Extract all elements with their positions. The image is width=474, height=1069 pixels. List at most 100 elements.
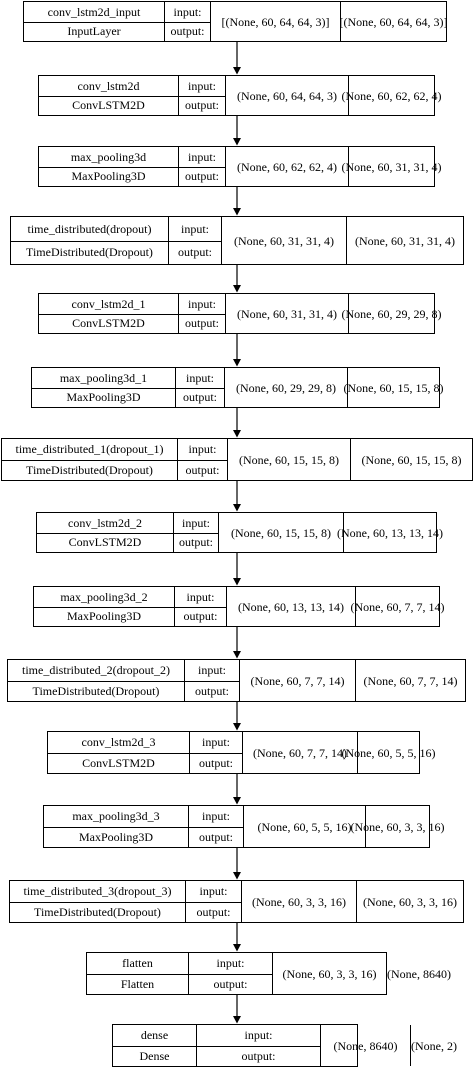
- divider: [39, 313, 225, 315]
- divider: [24, 21, 210, 23]
- divider: [87, 973, 272, 975]
- input-label: input:: [197, 663, 226, 678]
- input-label: input:: [201, 735, 230, 750]
- divider: [32, 387, 224, 389]
- output-shape: (None, 8640): [387, 966, 451, 981]
- layer-name: max_pooling3d_1: [59, 370, 148, 385]
- divider: [355, 660, 356, 701]
- output-shape: (None, 60, 7, 7, 14): [350, 599, 445, 614]
- divider: [2, 459, 227, 461]
- input-label: input:: [186, 589, 215, 604]
- divider: [350, 439, 351, 480]
- input-label: input:: [201, 809, 230, 824]
- divider: [225, 294, 226, 333]
- layer-name: conv_lstm2d: [77, 78, 140, 93]
- divider: [34, 606, 226, 608]
- divider: [113, 1045, 320, 1047]
- layer-type: TimeDistributed(Dropout): [32, 683, 160, 698]
- divider: [210, 2, 211, 41]
- output-label: output:: [184, 316, 219, 331]
- input-shape: (None, 60, 3, 3, 16): [252, 894, 346, 909]
- layer-type: MaxPooling3D: [78, 829, 153, 844]
- output-label: output:: [170, 24, 205, 39]
- input-shape: (None, 8640): [333, 1038, 398, 1053]
- output-shape: (None, 60, 3, 3, 16): [363, 894, 457, 909]
- output-shape: [(None, 60, 64, 64, 3)]: [339, 14, 448, 29]
- input-label: input:: [187, 149, 216, 164]
- layer-type: MaxPooling3D: [66, 609, 141, 624]
- input-label: input:: [244, 1028, 273, 1043]
- output-label: output:: [182, 390, 217, 405]
- arrowhead: [233, 208, 241, 216]
- layer-name: time_distributed_1(dropout_1): [15, 442, 164, 457]
- divider: [239, 660, 240, 701]
- layer-name: flatten: [122, 956, 153, 971]
- layer-name: conv_lstm2d_1: [71, 296, 146, 311]
- layer-node-conv-lstm2d: conv_lstm2d ConvLSTM2D input: output: (N…: [38, 75, 442, 116]
- output-label: output:: [198, 755, 233, 770]
- divider: [272, 953, 273, 994]
- input-shape: (None, 60, 29, 29, 8): [236, 380, 336, 395]
- output-label: output:: [196, 904, 231, 919]
- divider: [343, 513, 344, 552]
- output-label: output:: [185, 462, 220, 477]
- output-shape: (None, 60, 62, 62, 4): [341, 88, 442, 103]
- arrowhead: [233, 1016, 241, 1024]
- arrowhead: [233, 67, 241, 75]
- layer-type: TimeDistributed(Dropout): [26, 245, 153, 260]
- input-shape: (None, 60, 7, 7, 14): [250, 673, 345, 688]
- output-label: output:: [213, 976, 248, 991]
- input-label: input:: [199, 884, 228, 899]
- layer-type: ConvLSTM2D: [72, 98, 145, 113]
- divider: [348, 76, 349, 115]
- divider: [365, 806, 366, 847]
- layer-type: ConvLSTM2D: [72, 316, 145, 331]
- layer-node-max-pooling3d-2: max_pooling3d_2 MaxPooling3D input: outp…: [33, 586, 445, 627]
- output-shape: (None, 2): [411, 1038, 457, 1053]
- divider: [11, 240, 221, 242]
- divider: [410, 1025, 411, 1066]
- divider: [346, 217, 347, 264]
- layer-name: max_pooling3d: [70, 149, 147, 164]
- input-shape: [(None, 60, 64, 64, 3)]: [221, 14, 330, 29]
- output-label: output:: [198, 829, 233, 844]
- input-shape: (None, 60, 7, 7, 14): [253, 745, 347, 760]
- divider: [227, 439, 228, 480]
- input-label: input:: [216, 956, 245, 971]
- layer-name: time_distributed_3(dropout_3): [23, 884, 172, 899]
- output-label: output:: [183, 609, 218, 624]
- input-label: input:: [187, 296, 216, 311]
- layer-node-max-pooling3d-3: max_pooling3d_3 MaxPooling3D input: outp…: [43, 805, 445, 848]
- layer-node-flatten: flatten Flatten input: output: (None, 60…: [86, 952, 451, 995]
- divider: [44, 826, 243, 828]
- layer-name: dense: [140, 1028, 169, 1043]
- layer-node-conv-lstm2d-input: conv_lstm2d_input InputLayer input: outp…: [23, 1, 448, 42]
- arrowhead: [233, 285, 241, 293]
- output-shape: (None, 60, 3, 3, 16): [350, 819, 445, 834]
- layer-name: conv_lstm2d_input: [47, 4, 141, 19]
- layer-name: time_distributed_2(dropout_2): [22, 663, 170, 678]
- divider: [8, 680, 239, 682]
- layer-type: ConvLSTM2D: [68, 535, 142, 550]
- layer-type: MaxPooling3D: [71, 169, 146, 184]
- arrowhead: [233, 578, 241, 586]
- divider: [39, 166, 225, 168]
- input-label: input:: [180, 221, 209, 236]
- layer-name: conv_lstm2d_2: [68, 515, 142, 530]
- layer-node-time-distributed-dropout: time_distributed(dropout) TimeDistribute…: [10, 216, 464, 265]
- divider: [243, 806, 244, 847]
- divider: [218, 513, 219, 552]
- output-shape: (None, 60, 31, 31, 4): [355, 233, 455, 248]
- output-shape: (None, 60, 13, 13, 14): [337, 525, 443, 540]
- divider: [242, 732, 243, 773]
- divider: [348, 147, 349, 186]
- input-shape: (None, 60, 3, 3, 16): [282, 966, 377, 981]
- divider: [357, 732, 358, 773]
- divider: [225, 147, 226, 186]
- arrowhead: [233, 504, 241, 512]
- output-shape: (None, 60, 15, 15, 8): [361, 452, 462, 467]
- input-shape: (None, 60, 5, 5, 16): [257, 819, 352, 834]
- arrowhead: [233, 723, 241, 731]
- divider: [355, 587, 356, 626]
